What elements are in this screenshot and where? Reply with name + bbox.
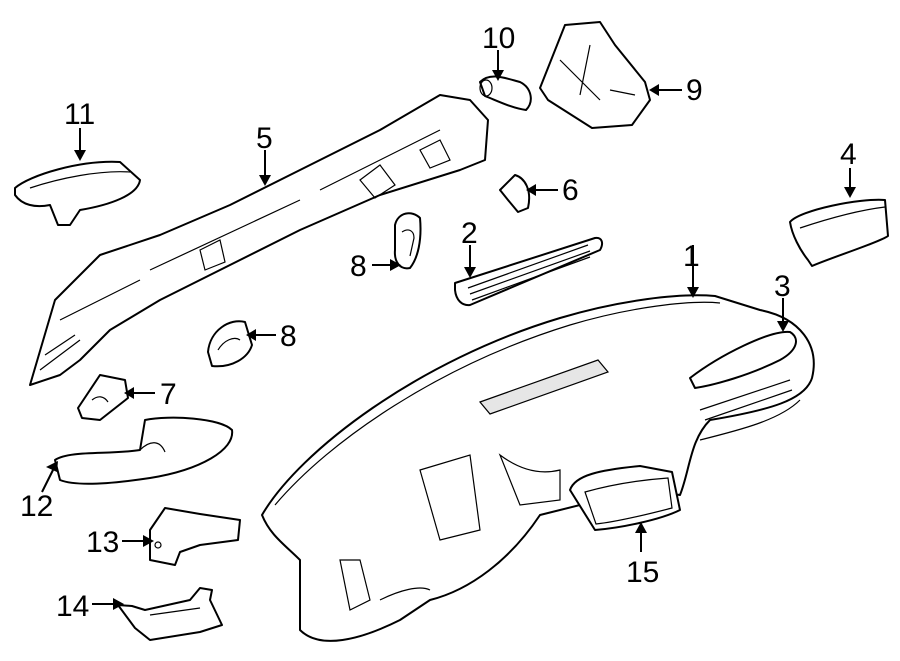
callout-6: 6 — [562, 174, 579, 207]
bracket-part-13 — [149, 507, 241, 566]
callout-9: 9 — [686, 74, 703, 107]
trim-cover-part-11 — [14, 160, 141, 226]
callout-8-upper: 8 — [350, 250, 367, 283]
callout-4: 4 — [840, 138, 857, 171]
callout-3: 3 — [774, 270, 791, 303]
callout-11: 11 — [64, 98, 95, 131]
vent-bracket-part-8-upper — [393, 212, 422, 270]
callout-7: 7 — [160, 378, 177, 411]
callout-12: 12 — [20, 490, 53, 523]
callout-1: 1 — [683, 240, 700, 273]
bracket-part-14 — [117, 587, 223, 641]
right-bezel-part — [689, 330, 797, 421]
cross-beam-part — [29, 94, 489, 386]
callout-8-lower: 8 — [280, 320, 297, 353]
clip-part-6 — [499, 174, 531, 213]
callout-10: 10 — [482, 22, 515, 55]
callout-13: 13 — [86, 526, 119, 559]
clip-part-7 — [77, 374, 129, 421]
callout-arrows — [41, 50, 856, 610]
callout-5: 5 — [256, 122, 273, 155]
storage-bin-part-15 — [569, 465, 681, 531]
mounting-bracket-part-9 — [539, 21, 651, 129]
defroster-grille-part — [454, 236, 604, 307]
glove-box-door-part — [789, 198, 889, 267]
duct-hose-part-12 — [54, 416, 234, 485]
callout-15: 15 — [626, 556, 659, 589]
callout-2: 2 — [461, 217, 478, 250]
callout-14: 14 — [56, 590, 89, 623]
vent-bracket-part-8-lower — [207, 320, 253, 368]
instrument-panel-part — [261, 294, 815, 642]
elbow-duct-part-10 — [479, 75, 532, 111]
